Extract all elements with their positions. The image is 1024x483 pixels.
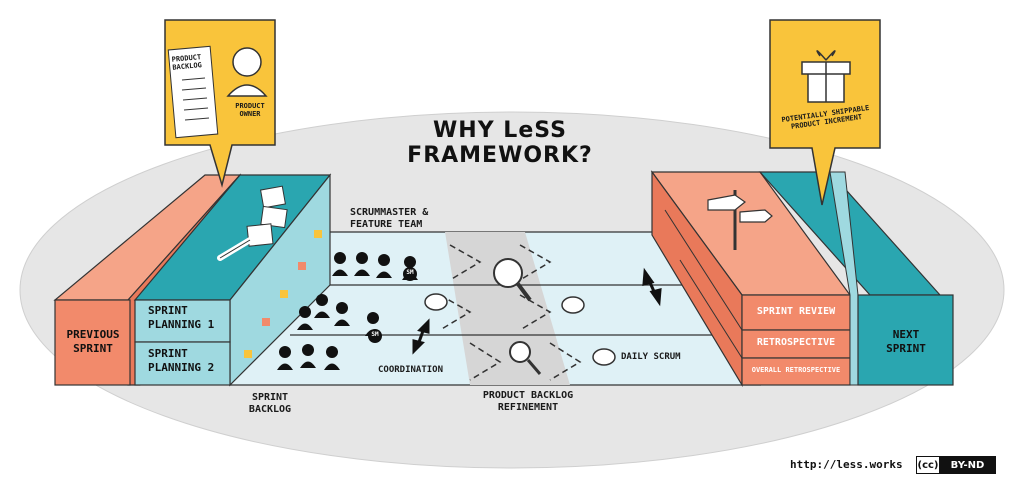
team-row-2 <box>297 294 381 336</box>
product-owner-body <box>226 84 268 97</box>
sticky-note <box>280 290 288 298</box>
marker-pen-outline <box>219 239 251 259</box>
product-owner-label: PRODUCT OWNER <box>235 102 265 119</box>
refinement-zone <box>445 232 570 385</box>
sm-badge <box>403 267 417 281</box>
retrospective-label: RETROSPECTIVE <box>756 337 836 348</box>
previous-sprint-label: PREVIOUS SPRINT <box>66 328 120 355</box>
paper-note <box>260 205 288 229</box>
speech-bubble-icon <box>424 293 448 311</box>
daily-scrum-label: DAILY SCRUM <box>621 352 681 362</box>
list-line <box>183 107 209 111</box>
paper-note <box>246 223 274 247</box>
person-icon <box>378 254 390 266</box>
scrummaster-team-label: SCRUMMASTER & FEATURE TEAM <box>350 207 429 230</box>
lane-chevron <box>449 244 482 281</box>
increment-callout <box>769 19 881 206</box>
person-icon <box>299 306 311 318</box>
lane-chevron <box>519 294 552 331</box>
speech-bubble-icon <box>592 348 616 366</box>
speech-bubble-icon <box>561 296 585 314</box>
team-row-3 <box>277 344 340 370</box>
footer-url-link[interactable]: http://less.works <box>790 458 903 471</box>
team-row-1 <box>332 252 418 280</box>
signpost-arrow <box>739 209 773 223</box>
next-sprint-front <box>857 294 954 386</box>
sprint-review-label: SPRINT REVIEW <box>756 306 836 317</box>
person-icon <box>334 252 346 264</box>
coordination-arrow-icon <box>412 318 430 355</box>
person-icon <box>404 256 416 268</box>
coordination-label: COORDINATION <box>378 365 444 375</box>
gift-bow <box>816 50 836 61</box>
list-line <box>181 87 207 91</box>
review-side-line <box>679 259 743 359</box>
retrospective-front <box>741 329 851 359</box>
magnifier-icon <box>509 341 542 375</box>
lane-chevron <box>519 244 552 281</box>
person-icon <box>326 346 338 358</box>
next-sprint-label: NEXT SPRINT <box>886 328 926 355</box>
license-badge: (cc) BY-ND <box>916 456 996 474</box>
license-label: BY-ND <box>940 457 995 473</box>
sprint-planning-2-front <box>134 341 231 386</box>
lane-chevron <box>469 342 502 381</box>
sticky-note <box>262 318 270 326</box>
product-owner-avatar-icon <box>232 47 262 77</box>
person-icon <box>336 302 348 314</box>
sticky-note <box>298 262 306 270</box>
sync-arrow-icon <box>642 267 662 307</box>
sm-label: SM <box>371 331 379 338</box>
sm-label: SM <box>406 269 414 276</box>
overall-retrospective-label: OVERALL RETROSPECTIVE <box>751 366 841 374</box>
product-backlog-refinement-label: PRODUCT BACKLOG REFINEMENT <box>482 390 574 413</box>
page-title: WHY LeSS FRAMEWORK? <box>407 118 593 168</box>
magnifier-icon <box>493 258 532 302</box>
sprint-backlog-label: SPRINT BACKLOG <box>248 392 292 415</box>
sprint-planning-1-label: SPRINT PLANNING 1 <box>148 304 215 332</box>
sticky-note <box>314 230 322 238</box>
list-line <box>182 97 208 101</box>
paper-note <box>260 185 286 209</box>
person-icon <box>367 312 379 324</box>
person-icon <box>316 294 328 306</box>
list-line <box>184 117 210 121</box>
person-icon <box>302 344 314 356</box>
person-icon <box>356 252 368 264</box>
list-line <box>181 77 206 81</box>
previous-sprint-front <box>54 299 131 386</box>
sm-badge <box>368 329 382 343</box>
person-icon <box>279 346 291 358</box>
lane-chevron <box>439 294 472 331</box>
product-backlog-list-icon <box>167 45 219 139</box>
sprint-planning-2-label: SPRINT PLANNING 2 <box>148 347 215 375</box>
cc-icon: (cc) <box>917 457 940 473</box>
sticky-note <box>244 350 252 358</box>
sprint-planning-1-front <box>134 299 231 343</box>
signpost-icon <box>707 194 747 211</box>
lane-chevron <box>549 342 582 381</box>
review-side-line <box>664 209 743 331</box>
